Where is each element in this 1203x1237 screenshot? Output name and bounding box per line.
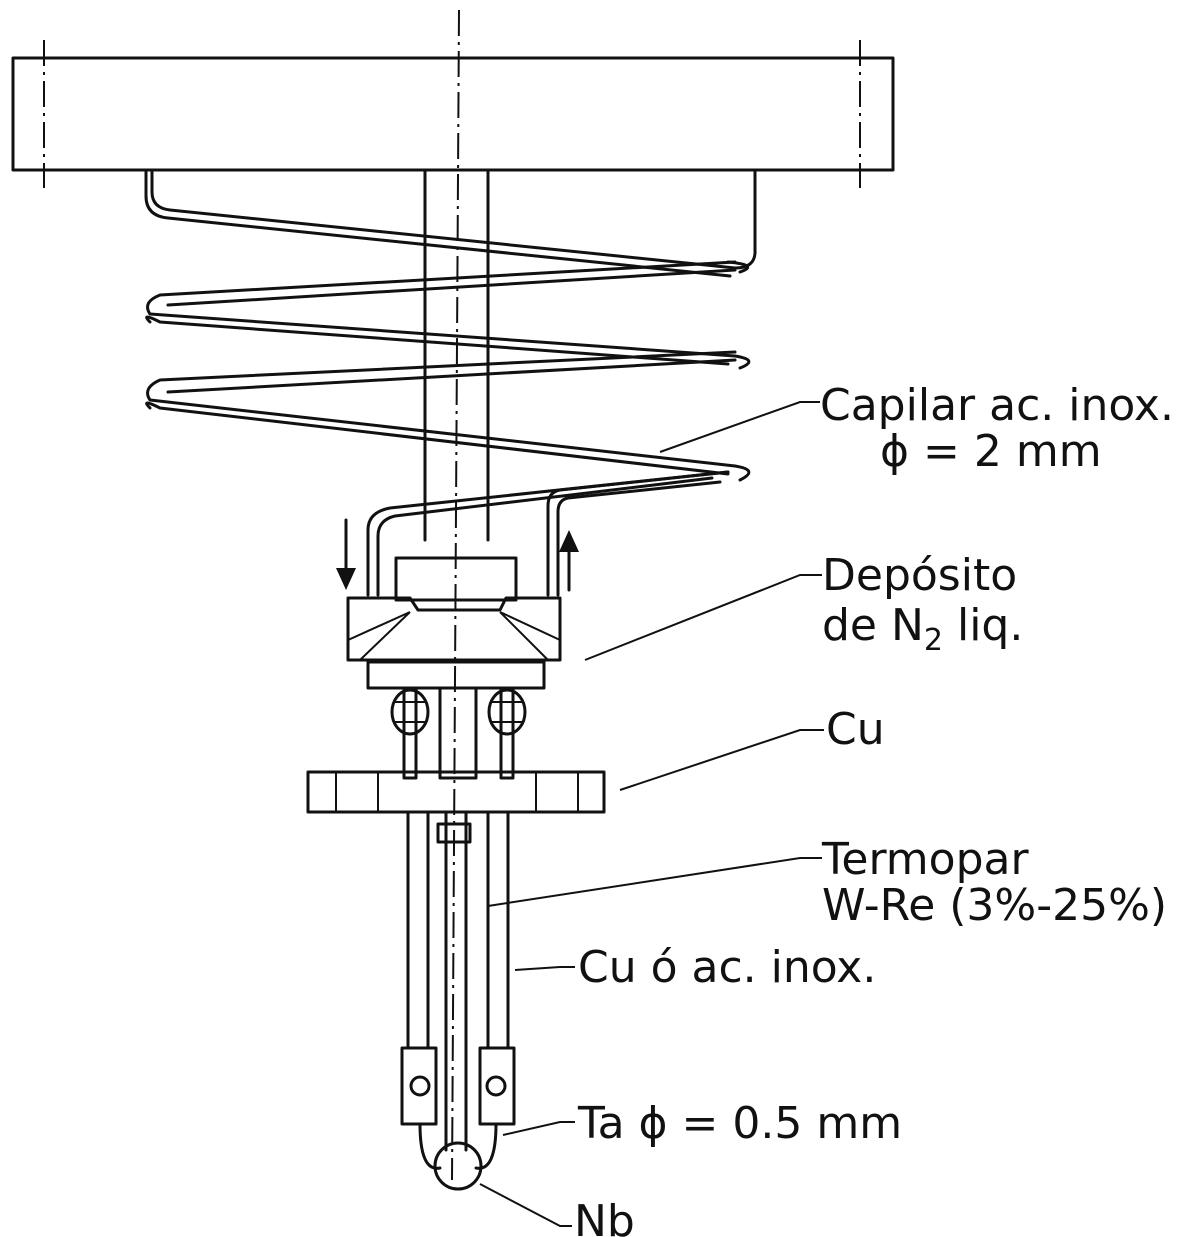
copper-block	[306, 770, 606, 814]
ln2-reservoir	[346, 556, 562, 690]
label-deposito-n2: de N2 liq.	[822, 600, 1023, 658]
label-nb: Nb	[574, 1196, 635, 1237]
current-leads	[400, 810, 516, 1126]
leader-lines	[479, 401, 824, 1227]
label-deposito: Depósito	[822, 550, 1017, 601]
central-axis	[451, 9, 460, 1181]
label-termopar-type: W-Re (3%-25%)	[822, 880, 1167, 931]
label-deposito-subscript: 2	[924, 623, 943, 658]
ta-wires	[418, 1122, 498, 1170]
label-capilar: Capilar ac. inox.	[820, 380, 1174, 431]
label-termopar: Termopar	[821, 834, 1029, 885]
label-cu: Cu	[826, 704, 885, 755]
thermocouple	[436, 810, 472, 1152]
label-capilar-diameter: ϕ = 2 mm	[880, 426, 1102, 477]
label-deposito-prefix: de N	[822, 600, 924, 651]
capillary-coil	[144, 168, 757, 597]
flow-arrows	[336, 518, 579, 592]
feedthroughs	[390, 686, 527, 780]
top-flange	[11, 40, 895, 188]
nb-sample	[433, 1141, 483, 1191]
label-deposito-suffix: liq.	[943, 600, 1023, 651]
label-cu-inox: Cu ó ac. inox.	[578, 942, 876, 993]
label-ta: Ta ϕ = 0.5 mm	[577, 1098, 902, 1149]
support-rod	[423, 168, 490, 542]
